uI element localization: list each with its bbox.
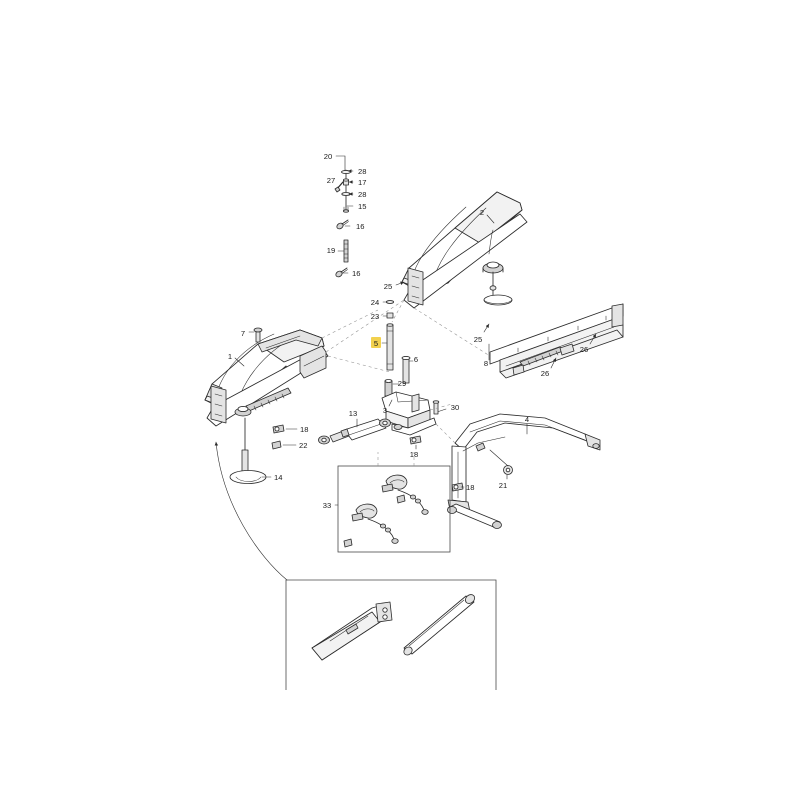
callout-14: 14 — [274, 473, 282, 482]
highlight-box-item-5 — [371, 337, 381, 348]
callout-24: 24 — [371, 298, 379, 307]
hose-upper — [381, 474, 429, 515]
callout-8: 8 — [484, 359, 488, 368]
washer-21 — [489, 449, 513, 480]
bolt-7 — [248, 327, 263, 343]
callout-7: 7 — [241, 329, 245, 338]
screw-16-lower — [335, 267, 349, 278]
callout-26a: 26 — [541, 369, 549, 378]
bolt-6 — [401, 355, 414, 384]
callout-16b: 16 — [352, 269, 360, 278]
callout-25b: 25 — [474, 335, 482, 344]
callout-27: 27 — [327, 176, 335, 185]
pivot-bracket-center — [381, 379, 447, 436]
clip-18-left — [272, 424, 298, 434]
callout-6: 6 — [414, 355, 418, 364]
callout-5: 5 — [374, 339, 378, 348]
callout-22: 22 — [299, 441, 307, 450]
callout-15: 15 — [358, 202, 366, 211]
callout-30: 30 — [451, 403, 459, 412]
screw-16-upper — [336, 219, 351, 230]
hydraulic-cylinder-13 — [318, 418, 422, 450]
callout-19: 19 — [327, 246, 335, 255]
callout-25a: 25 — [384, 282, 392, 291]
bolt-strip — [512, 343, 575, 376]
inset-hydraulic-hoses — [334, 452, 451, 553]
callout-4: 4 — [525, 415, 529, 424]
jack-stand-left — [229, 417, 272, 484]
clip-18-center — [409, 435, 422, 450]
callout-16a: 16 — [356, 222, 364, 231]
fastener-column-group — [334, 155, 354, 278]
callout-2: 2 — [480, 208, 484, 217]
callout-3: 3 — [383, 406, 387, 415]
center-fastener-column — [371, 281, 414, 384]
push-frame-arm-4 — [447, 413, 601, 529]
clip-18-arm — [451, 482, 465, 492]
callout-1: 1 — [228, 352, 232, 361]
callout-18a: 18 — [300, 425, 308, 434]
callout-18c: 18 — [466, 483, 474, 492]
plow-blade-right — [401, 191, 528, 309]
callout-28a: 28 — [358, 167, 366, 176]
callout-labels: 20 27 28 17 28 15 16 19 16 2 25 24 23 5 … — [228, 152, 588, 510]
plow-blade-left — [204, 327, 329, 581]
callout-33: 33 — [323, 501, 331, 510]
callout-26b: 26 — [580, 345, 588, 354]
pivot-hub-right — [482, 229, 504, 274]
inset-bottom-bracket — [285, 579, 497, 690]
callout-18b: 18 — [410, 450, 418, 459]
jack-stand-right — [483, 271, 513, 306]
fastener-22 — [271, 440, 297, 450]
cutting-edge-bar — [483, 303, 624, 379]
callout-29: 29 — [398, 379, 406, 388]
callout-23: 23 — [371, 312, 379, 321]
callout-28b: 28 — [358, 190, 366, 199]
pivot-hub-left — [234, 405, 252, 417]
callout-20: 20 — [324, 152, 332, 161]
callout-13: 13 — [349, 409, 357, 418]
callout-17: 17 — [358, 178, 366, 187]
callout-21: 21 — [499, 481, 507, 490]
alignment-guides — [321, 299, 491, 444]
hose-lower — [351, 503, 399, 544]
pin-19 — [337, 239, 349, 263]
bolt-30 — [432, 400, 440, 415]
